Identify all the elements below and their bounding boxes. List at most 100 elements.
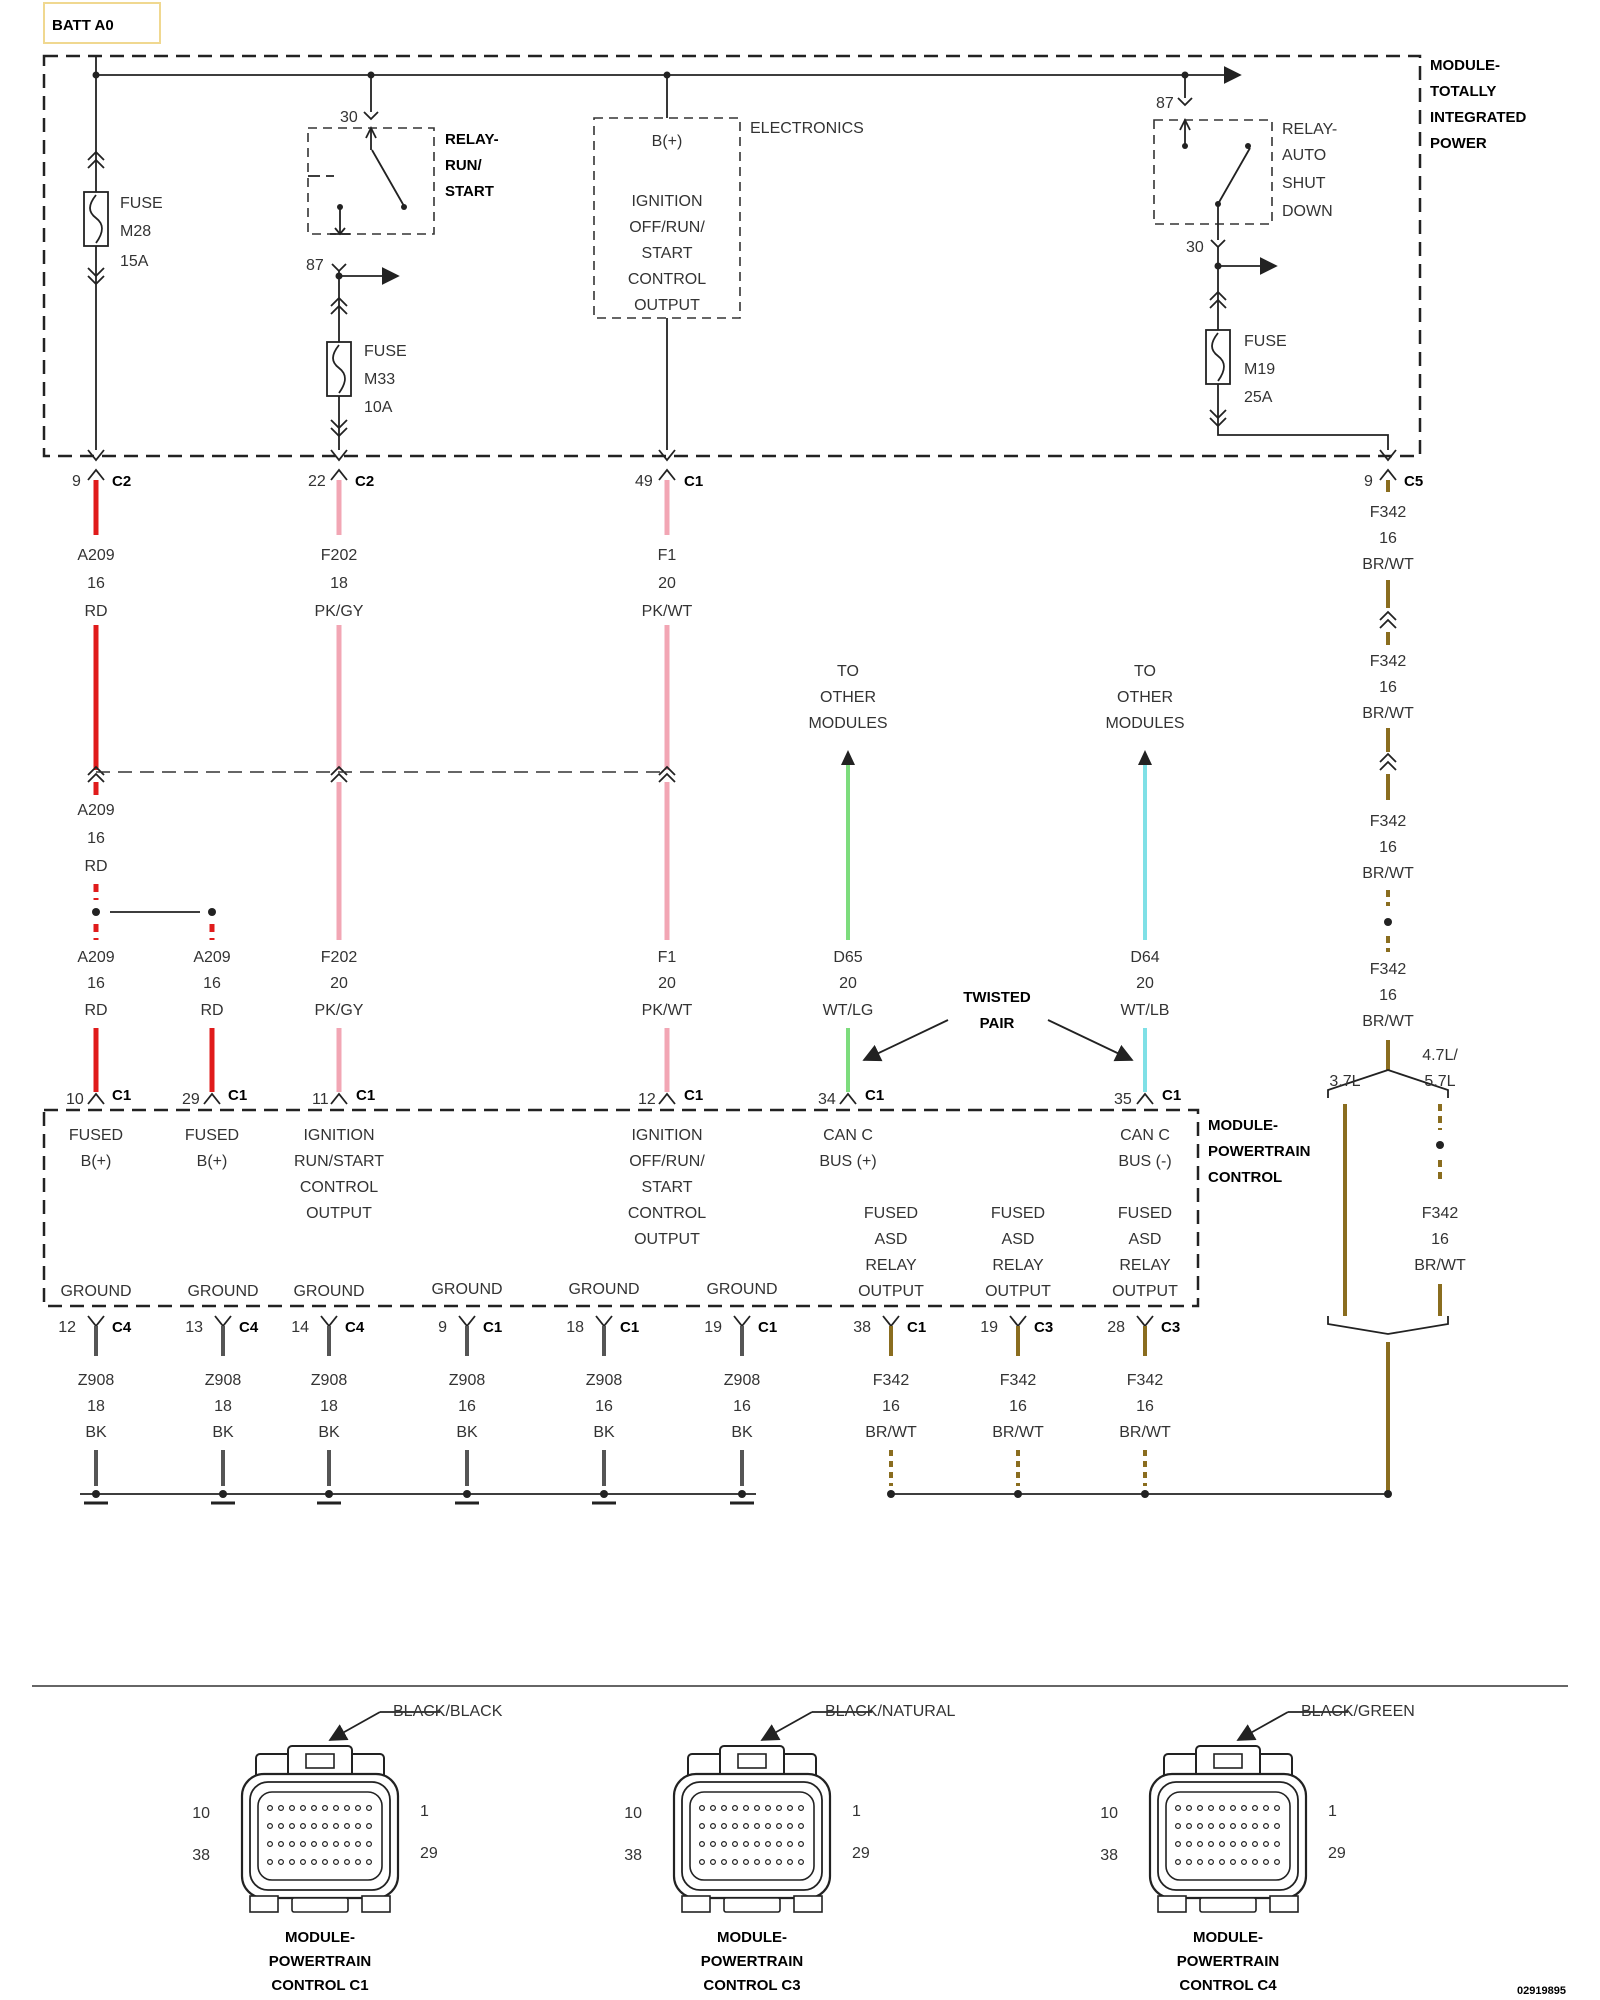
svg-text:RELAY-: RELAY- xyxy=(445,131,499,148)
svg-text:16: 16 xyxy=(1379,839,1397,856)
svg-text:GROUND: GROUND xyxy=(431,1281,502,1298)
svg-text:20: 20 xyxy=(839,975,857,992)
svg-text:OTHER: OTHER xyxy=(820,689,876,706)
svg-text:ASD: ASD xyxy=(875,1231,908,1248)
svg-text:TO: TO xyxy=(837,663,859,680)
wire-code: F342 xyxy=(1127,1372,1164,1389)
svg-text:9: 9 xyxy=(1364,473,1373,490)
svg-text:F342: F342 xyxy=(1422,1205,1459,1222)
pin-number: 19 xyxy=(980,1319,998,1336)
svg-text:20: 20 xyxy=(1136,975,1154,992)
svg-text:CONTROL: CONTROL xyxy=(300,1179,378,1196)
wire-color: BK xyxy=(85,1424,107,1441)
figure-id: 02919895 xyxy=(1517,1985,1566,1997)
svg-text:F202: F202 xyxy=(321,949,358,966)
svg-text:PK/GY: PK/GY xyxy=(315,1002,364,1019)
svg-text:18: 18 xyxy=(330,575,348,592)
wire-gauge: 16 xyxy=(595,1398,613,1415)
svg-text:20: 20 xyxy=(658,975,676,992)
connector-name: CONTROL C3 xyxy=(703,1977,800,1994)
svg-text:TOTALLY: TOTALLY xyxy=(1430,83,1496,100)
svg-text:C1: C1 xyxy=(356,1087,375,1104)
svg-text:16: 16 xyxy=(87,830,105,847)
svg-text:5.7L: 5.7L xyxy=(1424,1073,1455,1090)
connector-name: MODULE- xyxy=(285,1929,355,1946)
wire-code: Z908 xyxy=(449,1372,486,1389)
svg-text:FUSED: FUSED xyxy=(1118,1205,1172,1222)
svg-text:GROUND: GROUND xyxy=(706,1281,777,1298)
svg-text:PAIR: PAIR xyxy=(980,1015,1015,1032)
wire-code: Z908 xyxy=(205,1372,242,1389)
svg-text:RD: RD xyxy=(84,858,107,875)
svg-text:CONTROL: CONTROL xyxy=(628,271,706,288)
pcm-module-box xyxy=(42,1108,1200,1308)
svg-text:OTHER: OTHER xyxy=(1117,689,1173,706)
wire-gauge: 18 xyxy=(320,1398,338,1415)
svg-text:RELAY: RELAY xyxy=(1119,1257,1171,1274)
pin-connector: C3 xyxy=(1034,1319,1053,1336)
wire-gauge: 16 xyxy=(1009,1398,1027,1415)
svg-text:87: 87 xyxy=(1156,95,1174,112)
electronics-block: ELECTRONICS B(+) IGNITION OFF/RUN/ START… xyxy=(593,75,864,450)
pin-number: 28 xyxy=(1107,1319,1125,1336)
svg-text:BR/WT: BR/WT xyxy=(1362,705,1414,722)
pin-connector: C3 xyxy=(1161,1319,1180,1336)
wire-gauge: 16 xyxy=(1136,1398,1154,1415)
pin-connector: C4 xyxy=(239,1319,259,1336)
svg-text:CAN C: CAN C xyxy=(1120,1127,1170,1144)
svg-text:9: 9 xyxy=(72,473,81,490)
svg-text:ELECTRONICS: ELECTRONICS xyxy=(750,120,864,137)
svg-text:4.7L/: 4.7L/ xyxy=(1422,1047,1458,1064)
wire-color: BR/WT xyxy=(1119,1424,1171,1441)
svg-text:OUTPUT: OUTPUT xyxy=(858,1283,924,1300)
svg-text:START: START xyxy=(445,183,494,200)
pin-38-label: 38 xyxy=(192,1847,210,1864)
pin-number: 13 xyxy=(185,1319,203,1336)
relay-auto-shut-down: 87 RELAY- AUTO SHUT DOWN 30 FUSE M19 25A xyxy=(1153,75,1389,450)
svg-text:C2: C2 xyxy=(112,473,131,490)
pin-connector: C1 xyxy=(620,1319,639,1336)
svg-text:MODULE-: MODULE- xyxy=(1208,1117,1278,1134)
svg-text:C5: C5 xyxy=(1404,473,1423,490)
svg-text:FUSED: FUSED xyxy=(185,1127,239,1144)
wire-d65-can-plus: TO OTHER MODULES D65 20 WT/LG xyxy=(808,663,888,1092)
connector-color-label: BLACK/GREEN xyxy=(1301,1703,1415,1720)
svg-text:OUTPUT: OUTPUT xyxy=(985,1283,1051,1300)
wire-gauge: 16 xyxy=(882,1398,900,1415)
svg-text:SHUT: SHUT xyxy=(1282,175,1326,192)
svg-text:TO: TO xyxy=(1134,663,1156,680)
svg-text:C1: C1 xyxy=(684,473,703,490)
wire-color: BK xyxy=(731,1424,753,1441)
svg-text:OUTPUT: OUTPUT xyxy=(634,297,700,314)
svg-text:OUTPUT: OUTPUT xyxy=(306,1205,372,1222)
svg-text:FUSED: FUSED xyxy=(69,1127,123,1144)
svg-text:OFF/RUN/: OFF/RUN/ xyxy=(629,219,705,236)
svg-text:C2: C2 xyxy=(355,473,374,490)
wire-code: F342 xyxy=(873,1372,910,1389)
svg-text:BR/WT: BR/WT xyxy=(1362,556,1414,573)
svg-text:15A: 15A xyxy=(120,253,149,270)
svg-text:TWISTED: TWISTED xyxy=(963,989,1031,1006)
relay-run-start: 30 RELAY- RUN/ START 87 FUSE M33 10A xyxy=(306,75,499,450)
svg-text:DOWN: DOWN xyxy=(1282,203,1333,220)
svg-text:12: 12 xyxy=(638,1091,656,1108)
svg-text:C1: C1 xyxy=(865,1087,884,1104)
svg-text:GROUND: GROUND xyxy=(60,1283,131,1300)
svg-text:25A: 25A xyxy=(1244,389,1273,406)
svg-text:FUSE: FUSE xyxy=(364,343,407,360)
pin-29-label: 29 xyxy=(420,1845,438,1862)
wire-gauge: 16 xyxy=(458,1398,476,1415)
fuse-m28-branch: FUSE M28 15A xyxy=(83,75,163,450)
svg-text:START: START xyxy=(642,245,693,262)
pin-29-label: 29 xyxy=(852,1845,870,1862)
pin-number: 38 xyxy=(853,1319,871,1336)
svg-text:30: 30 xyxy=(1186,239,1204,256)
svg-text:20: 20 xyxy=(658,575,676,592)
svg-text:INTEGRATED: INTEGRATED xyxy=(1430,109,1527,126)
